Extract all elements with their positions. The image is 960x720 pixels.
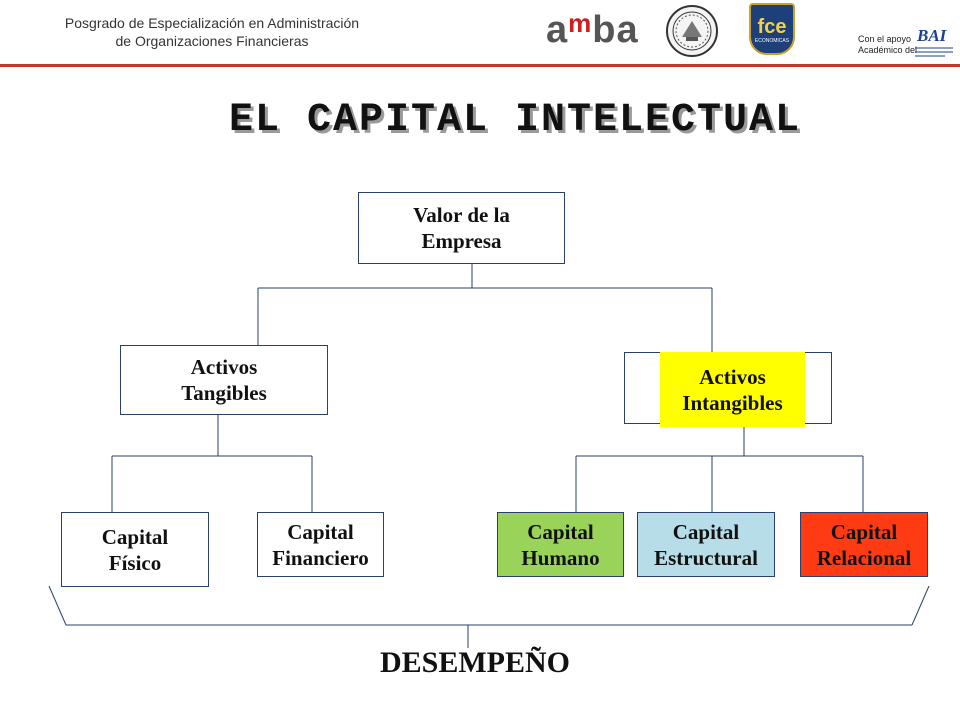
bracket-right bbox=[911, 585, 930, 626]
support-line-1: Con el apoyo bbox=[858, 34, 912, 44]
tangible-assets-box: Activos Tangibles bbox=[120, 345, 328, 415]
tangible-assets-line-2: Tangibles bbox=[181, 381, 267, 405]
physical-capital-line-2: Físico bbox=[108, 550, 162, 575]
fce-logo: fce ECONOMICAS bbox=[749, 3, 795, 55]
intangible-assets-box: Activos Intangibles bbox=[660, 352, 805, 427]
physical-capital-box: Capital Físico bbox=[61, 512, 209, 587]
relational-capital-box: Capital Relacional bbox=[800, 512, 928, 577]
support-line-2: Académico del bbox=[858, 45, 918, 55]
relational-capital-line-2: Relacional bbox=[816, 545, 912, 570]
amba-logo-m: m bbox=[568, 8, 593, 38]
program-line-1: Posgrado de Especialización en Administr… bbox=[64, 15, 360, 31]
academic-support-text: Con el apoyo Académico del bbox=[858, 34, 917, 56]
university-seal-icon bbox=[666, 5, 718, 57]
tangible-assets-line-1: Activos bbox=[190, 355, 258, 379]
bracket-left bbox=[48, 585, 67, 626]
structural-capital-line-1: Capital bbox=[672, 519, 740, 544]
human-capital-line-1: Capital bbox=[527, 519, 594, 544]
amba-logo-a: a bbox=[546, 9, 569, 51]
structural-capital-box: Capital Estructural bbox=[637, 512, 775, 577]
human-capital-box: Capital Humano bbox=[497, 512, 624, 577]
structural-capital-line-2: Estructural bbox=[654, 545, 758, 570]
company-value-line-2: Empresa bbox=[421, 229, 502, 253]
header-bar: Posgrado de Especialización en Administr… bbox=[0, 0, 960, 67]
financial-capital-line-1: Capital bbox=[287, 519, 354, 544]
physical-capital-line-1: Capital bbox=[101, 524, 169, 549]
financial-capital-line-2: Financiero bbox=[272, 545, 369, 570]
slide-title: EL CAPITAL INTELECTUAL bbox=[228, 98, 802, 143]
bai-logo: BAI bbox=[917, 26, 947, 45]
company-value-box: Valor de la Empresa bbox=[358, 192, 565, 264]
company-value-line-1: Valor de la bbox=[413, 203, 510, 227]
program-line-2: de Organizaciones Financieras bbox=[115, 33, 309, 49]
fce-logo-main: fce bbox=[757, 16, 787, 38]
intangible-assets-line-1: Activos bbox=[699, 364, 766, 389]
amba-logo: amba bbox=[546, 8, 639, 53]
program-name: Posgrado de Especialización en Administr… bbox=[22, 14, 402, 50]
relational-capital-line-1: Capital bbox=[830, 519, 898, 544]
fce-logo-sub: ECONOMICAS bbox=[754, 38, 790, 44]
header-divider bbox=[0, 64, 960, 67]
amba-logo-ba: ba bbox=[592, 9, 639, 51]
human-capital-line-2: Humano bbox=[521, 545, 600, 570]
intangible-assets-line-2: Intangibles bbox=[682, 390, 783, 415]
bai-logo-lines-icon bbox=[915, 47, 953, 57]
performance-label: DESEMPEÑO bbox=[379, 646, 571, 679]
financial-capital-box: Capital Financiero bbox=[257, 512, 384, 577]
